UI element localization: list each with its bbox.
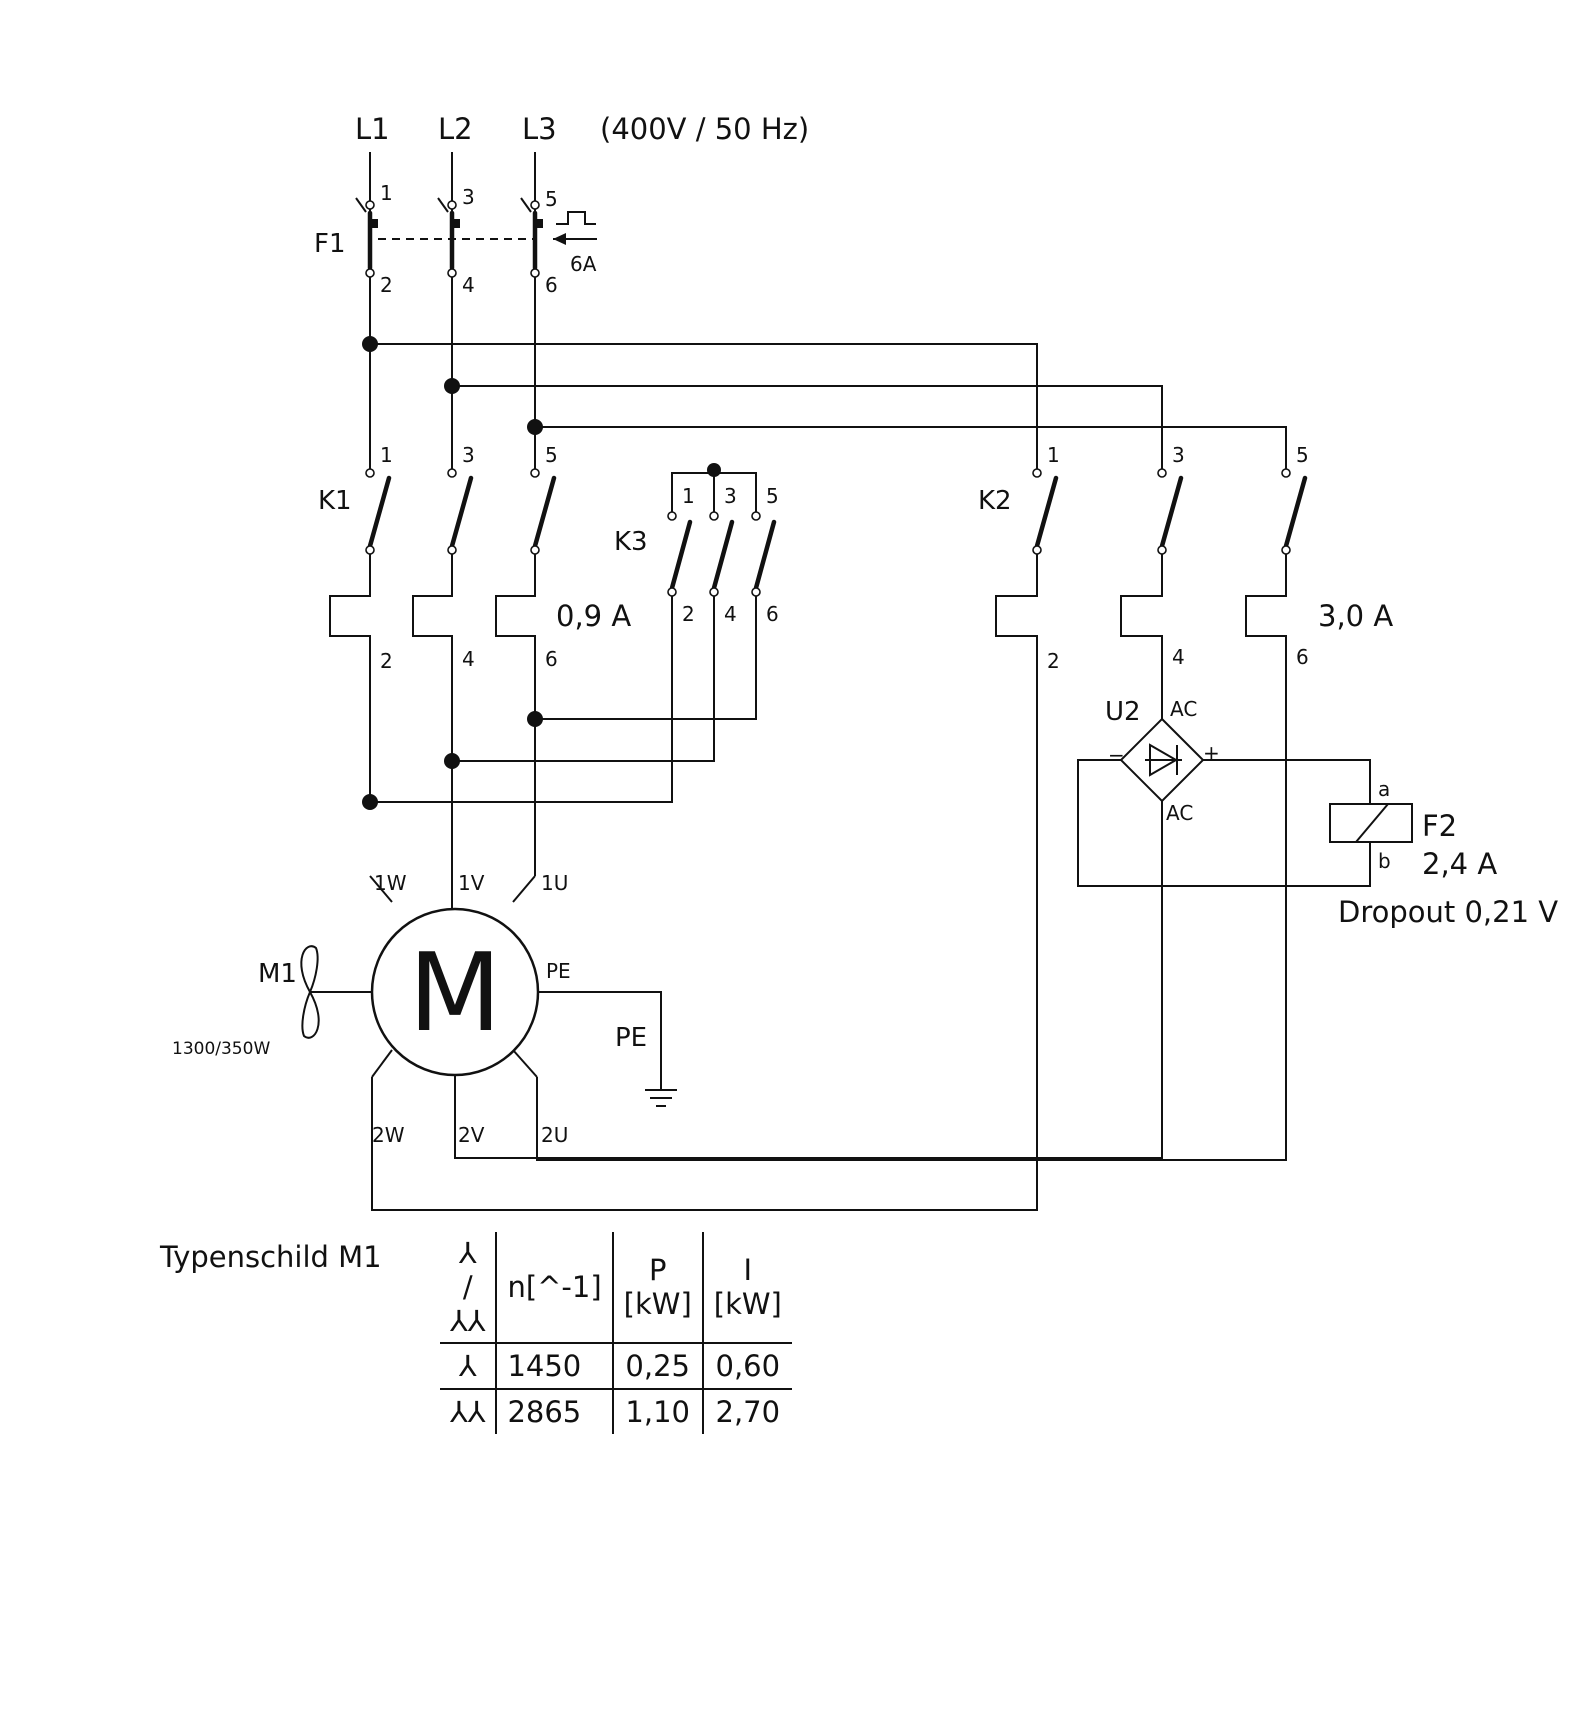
f2-dropout: Dropout 0,21 V	[1338, 895, 1558, 929]
k1-overload-rating: 0,9 A	[556, 599, 631, 633]
k3-terminal-4: 4	[724, 602, 737, 626]
f2-relay-coil	[1329, 803, 1413, 843]
k2-terminal-2: 2	[1047, 649, 1060, 673]
nameplate-header-current: I [kW]	[701, 1232, 792, 1344]
phase-wires-top	[369, 152, 536, 470]
motor-terminal-1w: 1W	[374, 871, 407, 895]
nameplate-row: ⅄ 1450 0,25 0,60	[440, 1343, 792, 1390]
k2-terminal-6: 6	[1296, 645, 1309, 669]
u2-label: U2	[1105, 697, 1141, 727]
f2-terminal-b: b	[1378, 849, 1391, 873]
motor-name: M1	[258, 959, 297, 989]
f2-current: 2,4 A	[1422, 847, 1497, 881]
f1-rating: 6A	[570, 252, 597, 276]
phase-l1-label: L1	[355, 112, 390, 146]
f1-terminal-5: 5	[545, 187, 558, 211]
nameplate-header-power: P [kW]	[611, 1232, 703, 1344]
nameplate-row: ⅄⅄ 2865 1,10 2,70	[440, 1389, 792, 1434]
motor-terminal-2w: 2W	[372, 1123, 405, 1147]
k2-terminal-5: 5	[1296, 443, 1309, 467]
f1-terminal-4: 4	[462, 273, 475, 297]
k2-terminal-1: 1	[1047, 443, 1060, 467]
k3-contactor	[362, 463, 777, 810]
k2-label: K2	[978, 486, 1012, 516]
nameplate-header-row: ⅄ / ⅄⅄ n[^-1] P [kW] I [kW]	[440, 1232, 792, 1344]
k2-terminal-3: 3	[1172, 443, 1185, 467]
nameplate-cell-connection: ⅄	[440, 1343, 497, 1390]
k1-terminal-3: 3	[462, 443, 475, 467]
k3-terminal-5: 5	[766, 484, 779, 508]
f1-terminal-6: 6	[545, 273, 558, 297]
k2-contactor	[371, 468, 1308, 1211]
f1-label: F1	[314, 229, 346, 259]
motor-pe-terminal: PE	[546, 959, 571, 983]
k3-terminal-2: 2	[682, 602, 695, 626]
motor-terminal-2u: 2U	[541, 1123, 568, 1147]
motor-power: 1300/350W	[172, 1039, 270, 1059]
nameplate-cell-connection: ⅄⅄	[450, 1395, 486, 1429]
nameplate-header-speed: n[^-1]	[495, 1232, 613, 1344]
k1-terminal-5: 5	[545, 443, 558, 467]
nameplate-cell-power: 1,10	[611, 1389, 703, 1434]
k3-terminal-1: 1	[682, 484, 695, 508]
f1-terminal-3: 3	[462, 185, 475, 209]
f1-breaker	[355, 197, 597, 278]
k2-terminal-4: 4	[1172, 645, 1185, 669]
nameplate-cell-current: 0,60	[701, 1343, 792, 1390]
k2-feed-wires	[362, 336, 1287, 470]
k3-terminal-3: 3	[724, 484, 737, 508]
pe-ground-label: PE	[615, 1023, 647, 1053]
motor-terminal-2v: 2V	[458, 1123, 485, 1147]
nameplate-cell-current: 2,70	[701, 1389, 792, 1434]
phase-l3-label: L3	[522, 112, 557, 146]
nameplate-table: ⅄ / ⅄⅄ n[^-1] P [kW] I [kW] ⅄ 1450 0,25 …	[440, 1232, 792, 1434]
u2-minus: −	[1108, 743, 1125, 767]
k2-overload-rating: 3,0 A	[1318, 599, 1393, 633]
k1-terminal-6: 6	[545, 647, 558, 671]
nameplate-header-connection: ⅄ / ⅄⅄	[440, 1232, 497, 1344]
motor-m1	[300, 875, 677, 1107]
u2-ac-top: AC	[1170, 697, 1197, 721]
nameplate-cell-power: 0,25	[611, 1343, 703, 1390]
k1-label: K1	[318, 486, 352, 516]
k1-contactor	[329, 468, 557, 876]
f1-terminal-1: 1	[380, 181, 393, 205]
k1-terminal-2: 2	[380, 649, 393, 673]
k3-terminal-6: 6	[766, 602, 779, 626]
supply-rating: (400V / 50 Hz)	[600, 112, 809, 146]
u2-ac-bottom: AC	[1166, 801, 1193, 825]
f2-terminal-a: a	[1378, 777, 1390, 801]
nameplate-title: Typenschild M1	[160, 1240, 382, 1274]
nameplate-cell-speed: 1450	[495, 1343, 613, 1390]
u2-plus: +	[1203, 741, 1220, 765]
k1-terminal-1: 1	[380, 443, 393, 467]
motor-symbol: M	[408, 931, 501, 1056]
phase-l2-label: L2	[438, 112, 473, 146]
f2-label: F2	[1422, 809, 1457, 843]
nameplate-cell-speed: 2865	[495, 1389, 613, 1434]
k3-label: K3	[614, 527, 648, 557]
motor-terminal-1u: 1U	[541, 871, 568, 895]
k1-terminal-4: 4	[462, 647, 475, 671]
f1-terminal-2: 2	[380, 273, 393, 297]
motor-terminal-1v: 1V	[458, 871, 485, 895]
u2-rectifier	[1077, 717, 1371, 887]
